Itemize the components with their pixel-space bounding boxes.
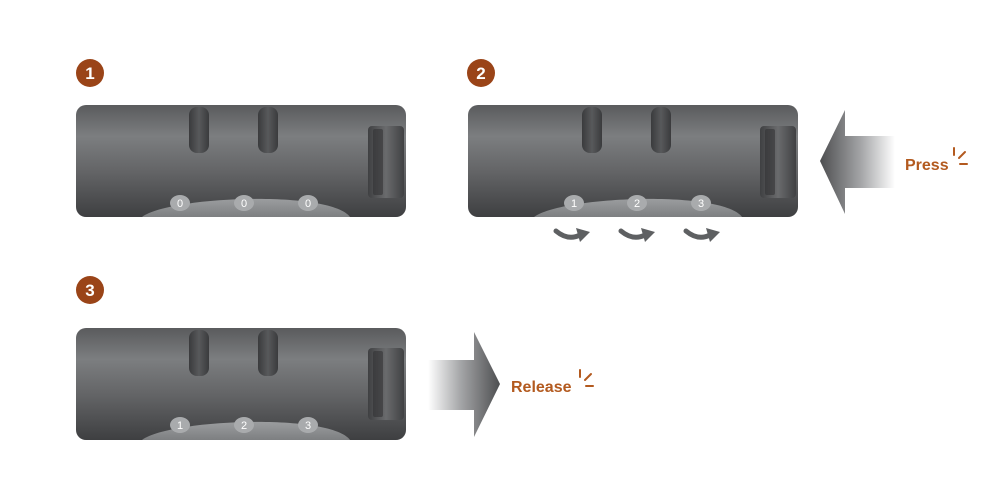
arrowhead-icon bbox=[576, 228, 590, 242]
step-1-number: 1 bbox=[85, 64, 94, 83]
curved-arrow-icon bbox=[618, 228, 648, 240]
shackle-slot bbox=[258, 107, 278, 153]
step-3-badge bbox=[76, 276, 104, 304]
step-3-number: 3 bbox=[85, 281, 94, 300]
release-label: Release bbox=[511, 379, 572, 396]
dial-digit: 1 bbox=[571, 198, 577, 210]
shackle-slot bbox=[582, 107, 602, 153]
press-arrow-icon bbox=[820, 110, 895, 214]
dial-digit: 0 bbox=[305, 198, 311, 210]
shackle-slot bbox=[258, 330, 278, 376]
shackle-slot bbox=[651, 107, 671, 153]
lock-body bbox=[76, 105, 406, 217]
dial-digit: 0 bbox=[177, 198, 183, 210]
shackle-slot bbox=[189, 330, 209, 376]
step-2: 2 1 2 3 Press bbox=[467, 59, 968, 242]
curved-arrow-icon bbox=[683, 228, 713, 240]
dial-digit: 3 bbox=[698, 198, 704, 210]
rotate-arrows bbox=[553, 228, 713, 240]
step-2-badge bbox=[467, 59, 495, 87]
dial-digit: 2 bbox=[634, 198, 640, 210]
arrowhead-icon bbox=[706, 228, 720, 242]
burst-icon bbox=[579, 369, 594, 387]
lock-body bbox=[468, 105, 798, 217]
dial-digit: 3 bbox=[305, 420, 311, 432]
dial-digit: 1 bbox=[177, 420, 183, 432]
dial-digit: 0 bbox=[241, 198, 247, 210]
lock-body bbox=[76, 328, 406, 440]
step-2-number: 2 bbox=[476, 64, 485, 83]
arrowhead-icon bbox=[641, 228, 655, 242]
shackle-slot bbox=[189, 107, 209, 153]
press-label: Press bbox=[905, 157, 949, 174]
step-1-lock: 0 0 0 bbox=[76, 105, 406, 217]
dial-digit: 2 bbox=[241, 420, 247, 432]
step-3: 3 1 2 3 Release bbox=[76, 276, 594, 440]
step-1: 1 0 0 0 bbox=[76, 59, 406, 217]
curved-arrow-icon bbox=[553, 228, 583, 240]
release-arrow-icon bbox=[428, 332, 500, 437]
step-1-badge bbox=[76, 59, 104, 87]
step-3-lock: 1 2 3 bbox=[76, 328, 406, 440]
step-2-lock: 1 2 3 bbox=[468, 105, 798, 217]
burst-icon bbox=[953, 147, 968, 165]
